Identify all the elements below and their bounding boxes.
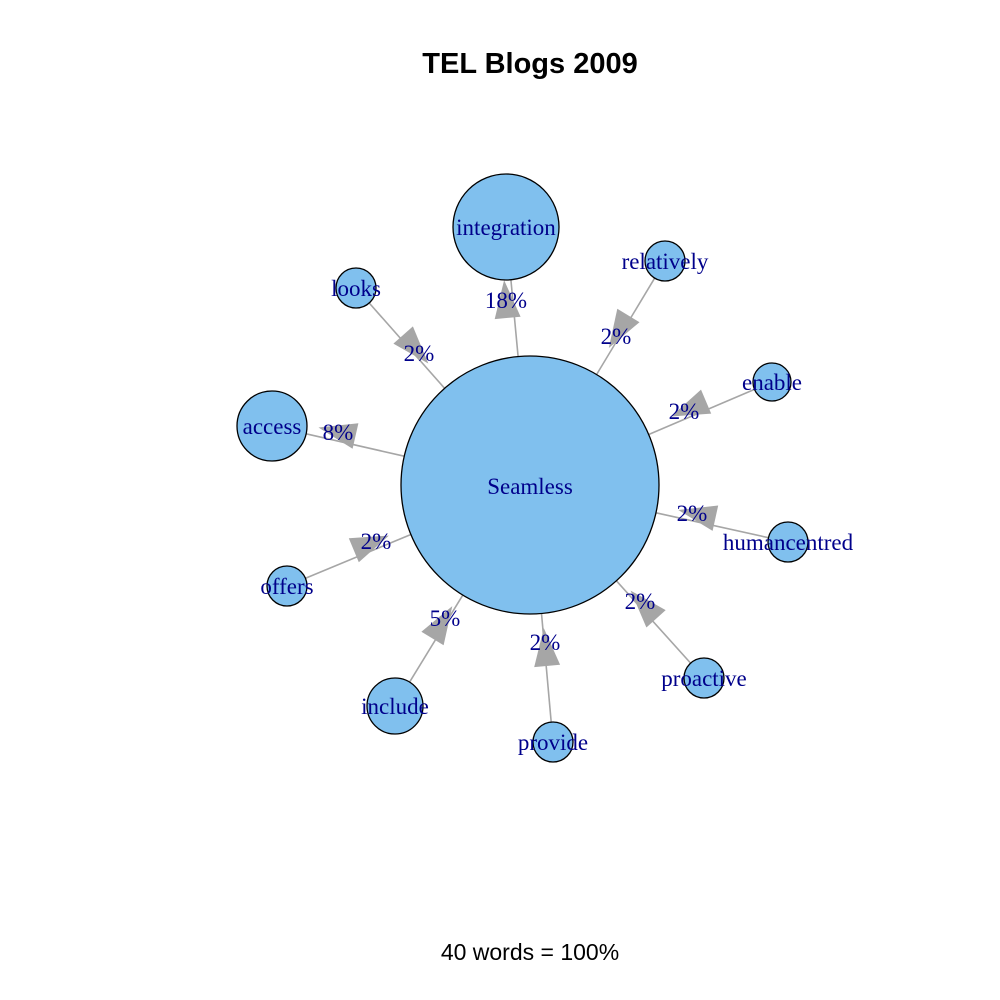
edge-percent-integration: 18% bbox=[485, 288, 527, 313]
node-label-provide: provide bbox=[518, 730, 588, 755]
arrowhead-proactive bbox=[630, 590, 666, 628]
edge-percent-proactive: 2% bbox=[625, 589, 656, 614]
edges-layer bbox=[305, 277, 769, 723]
edge-percent-provide: 2% bbox=[530, 630, 561, 655]
edge-percent-include: 5% bbox=[430, 606, 461, 631]
node-label-integration: integration bbox=[456, 215, 556, 240]
node-label-offers: offers bbox=[260, 574, 313, 599]
arrowhead-integration bbox=[494, 280, 521, 320]
nodes-layer bbox=[236, 173, 809, 763]
node-center bbox=[400, 355, 660, 615]
node-label-humancentred: humancentred bbox=[723, 530, 854, 555]
node-label-access: access bbox=[243, 414, 302, 439]
edge-proactive bbox=[615, 580, 692, 664]
arrowhead-relatively bbox=[608, 308, 640, 348]
edge-integration bbox=[510, 279, 519, 357]
node-humancentred bbox=[767, 521, 809, 563]
node-looks bbox=[335, 267, 377, 309]
node-proactive bbox=[683, 657, 725, 699]
arrowhead-include bbox=[421, 606, 453, 646]
node-enable bbox=[752, 362, 792, 402]
node-label-include: include bbox=[361, 694, 429, 719]
edge-percent-relatively: 2% bbox=[601, 324, 632, 349]
node-label-proactive: proactive bbox=[661, 666, 747, 691]
arrowhead-provide bbox=[534, 628, 561, 668]
diagram-footer: 40 words = 100% bbox=[441, 939, 619, 965]
arrowhead-humancentred bbox=[678, 505, 719, 531]
node-include bbox=[366, 677, 424, 735]
edge-access bbox=[305, 433, 405, 457]
node-integration bbox=[452, 173, 560, 281]
node-access bbox=[236, 390, 308, 462]
edge-percent-enable: 2% bbox=[669, 399, 700, 424]
arrowhead-access bbox=[318, 423, 359, 449]
edge-percent-access: 8% bbox=[323, 420, 354, 445]
node-offers bbox=[266, 565, 308, 607]
arrowhead-looks bbox=[393, 326, 429, 364]
arrowhead-offers bbox=[348, 535, 389, 563]
node-relatively bbox=[644, 240, 686, 282]
node-provide bbox=[532, 721, 574, 763]
node-label-relatively: relatively bbox=[622, 249, 709, 274]
edge-percent-offers: 2% bbox=[361, 529, 392, 554]
edge-percent-humancentred: 2% bbox=[677, 501, 708, 526]
node-label-center: Seamless bbox=[487, 474, 573, 499]
node-label-looks: looks bbox=[331, 276, 381, 301]
diagram-title: TEL Blogs 2009 bbox=[422, 48, 637, 80]
edge-percent-looks: 2% bbox=[404, 341, 435, 366]
arrowhead-enable bbox=[671, 389, 712, 417]
labels-layer: integration 18% relatively 2% enable 2% humanc… bbox=[243, 215, 854, 755]
node-label-enable: enable bbox=[742, 370, 802, 395]
